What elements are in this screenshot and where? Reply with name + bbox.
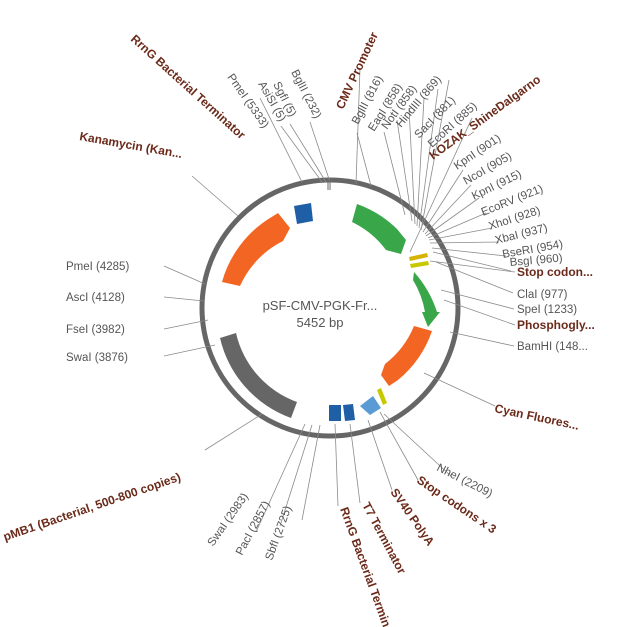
site-label-bsgI[interactable]: BsgI (960) (509, 252, 563, 269)
site-label-claI[interactable]: ClaI (977) (517, 289, 568, 301)
stop-codon-mark[interactable] (410, 261, 429, 268)
site-leader-lines (163, 79, 515, 533)
site-label-bamHI[interactable]: BamHI (148... (517, 341, 588, 353)
rrng-terminator-top-block[interactable] (294, 203, 313, 224)
pgk-promoter-arrow[interactable] (413, 272, 440, 327)
kozak-mark[interactable] (409, 253, 428, 261)
feature-label-kanamycin[interactable]: Kanamycin (Kan... (78, 129, 183, 161)
site-label-speI[interactable]: SpeI (1233) (517, 304, 577, 316)
site-label-swaI-3876[interactable]: SwaI (3876) (66, 352, 128, 364)
t7-terminator-block[interactable] (343, 404, 355, 421)
site-label-fseI[interactable]: FseI (3982) (66, 324, 125, 336)
site-label-ascI[interactable]: AscI (4128) (66, 292, 125, 304)
cmv-promoter-arrow[interactable] (352, 204, 406, 254)
pmb1-origin-arc[interactable] (220, 333, 297, 418)
feature-label-pmb1[interactable]: pMB1 (Bacterial, 500-800 copies) (1, 470, 182, 544)
plasmid-size: 5452 bp (297, 315, 344, 330)
cyan-fluorescent-arrow[interactable] (381, 326, 432, 386)
kanamycin-arrow[interactable] (222, 213, 290, 286)
sv40-polya-block[interactable] (360, 396, 381, 415)
feature-label-phosphogly[interactable]: Phosphogly... (517, 318, 595, 332)
feature-arcs (220, 203, 440, 421)
feature-label-stop-codon[interactable]: Stop codon... (517, 265, 593, 279)
stop-codons-x3-mark[interactable] (377, 388, 387, 405)
feature-label-sv40[interactable]: SV40 PolyA (388, 486, 438, 549)
feature-label-cyan[interactable]: Cyan Fluores... (493, 401, 580, 433)
feature-leader-lines (191, 67, 516, 507)
plasmid-name: pSF-CMV-PGK-Fr... (263, 298, 378, 313)
rrng-terminator-bottom-block[interactable] (329, 405, 341, 421)
site-label-pmeI-4285[interactable]: PmeI (4285) (66, 261, 129, 273)
